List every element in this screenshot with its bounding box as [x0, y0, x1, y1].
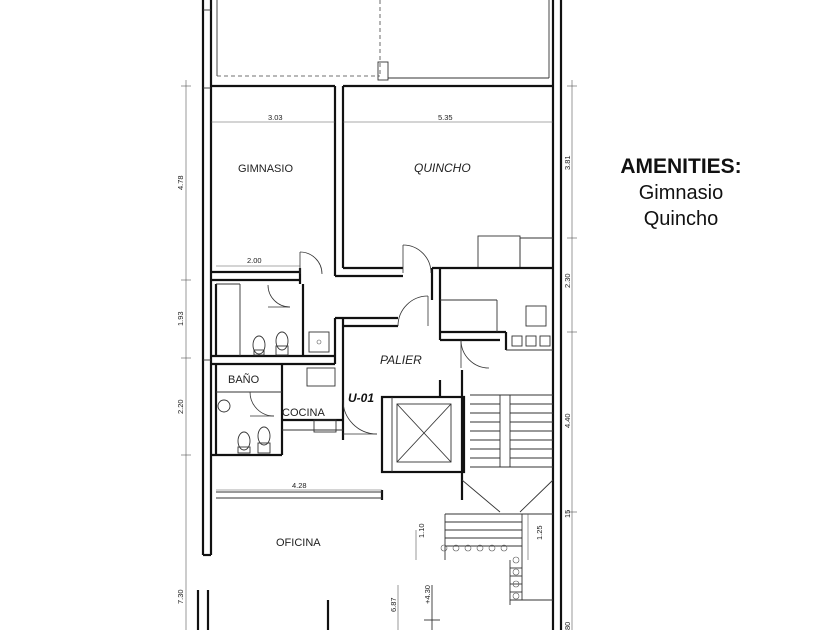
elevator	[380, 370, 466, 500]
stairs-lower	[440, 513, 553, 605]
dim-left-middle: 1.93	[176, 311, 185, 326]
gym-walls	[211, 268, 302, 284]
dim-quincho-width: 5.35	[438, 113, 453, 122]
dim-small-15: 15	[563, 510, 572, 518]
bath-kitchen-walls	[211, 283, 500, 457]
room-label-quincho: QUINCHO	[414, 161, 471, 175]
amenities-panel: AMENITIES: Gimnasio Quincho	[596, 154, 766, 232]
dim-right-middle: 2.30	[563, 273, 572, 288]
room-label-cocina: COCINA	[282, 407, 325, 419]
top-terrace	[216, 0, 550, 81]
dim-office-depth: 6.87	[389, 597, 398, 612]
office-walls	[216, 491, 440, 630]
dim-level: +4.30	[423, 585, 432, 604]
dim-right-upper: 3.81	[563, 155, 572, 170]
quincho-counter	[477, 235, 553, 269]
room-label-oficina: OFICINA	[276, 537, 321, 549]
bathroom-fixtures	[217, 331, 289, 454]
dim-stair-b: 1.25	[535, 525, 544, 540]
right-exterior-wall	[551, 0, 563, 630]
room-label-gimnasio: GIMNASIO	[238, 163, 293, 175]
core-walls	[430, 266, 553, 351]
dim-stair-a: 1.10	[417, 523, 426, 538]
amenity-item-gimnasio: Gimnasio	[638, 182, 724, 204]
dim-right-lower: 4.40	[563, 413, 572, 428]
amenity-item-quincho: Quincho	[643, 208, 719, 230]
left-exterior-wall	[196, 0, 213, 630]
room-labels: GIMNASIO QUINCHO PALIER BAÑO COCINA OFIC…	[228, 161, 471, 549]
doors	[249, 244, 490, 435]
room-label-palier: PALIER	[380, 353, 422, 367]
dim-right-bottom: 80	[563, 622, 572, 630]
dim-left-lower: 2.20	[176, 399, 185, 414]
stairs-upper	[461, 394, 554, 513]
dim-left-upper: 4.78	[176, 175, 185, 190]
dimension-lines	[181, 80, 577, 630]
dim-office-width: 4.28	[292, 481, 307, 490]
dimension-labels: 3.03 5.35 2.00 4.28 4.78 1.93 2.20 7.30 …	[176, 113, 572, 630]
dim-gym-width: 3.03	[268, 113, 283, 122]
dim-bath-width: 2.00	[247, 256, 262, 265]
room-label-bano: BAÑO	[228, 373, 260, 386]
dim-left-bottom: 7.30	[176, 589, 185, 604]
amenities-title: AMENITIES:	[620, 155, 742, 178]
unit-label: U-01	[348, 391, 374, 405]
upper-rooms-walls	[211, 84, 553, 278]
